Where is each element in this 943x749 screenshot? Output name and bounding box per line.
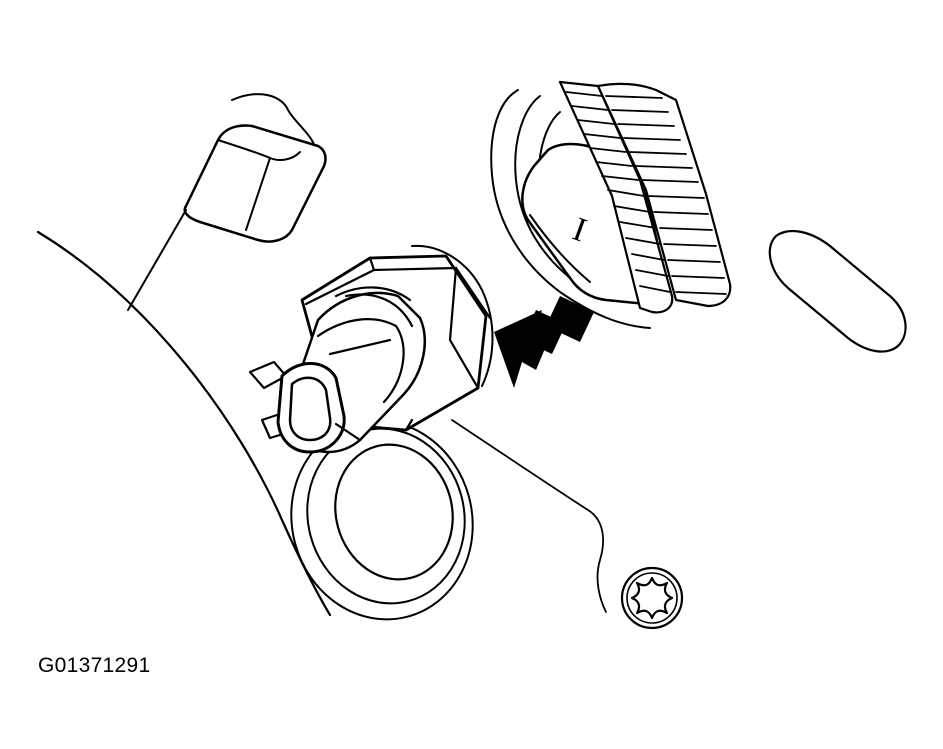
arrow-icon xyxy=(494,296,594,388)
mounting-boss xyxy=(127,93,327,311)
torx-bolt-icon xyxy=(620,566,684,630)
figure-reference-code: G01371291 xyxy=(38,654,151,677)
oval-slot xyxy=(768,229,907,353)
housing-edge xyxy=(36,230,332,617)
trace-line xyxy=(451,419,607,613)
sensor xyxy=(248,244,494,454)
harness-connector: I xyxy=(490,80,732,329)
